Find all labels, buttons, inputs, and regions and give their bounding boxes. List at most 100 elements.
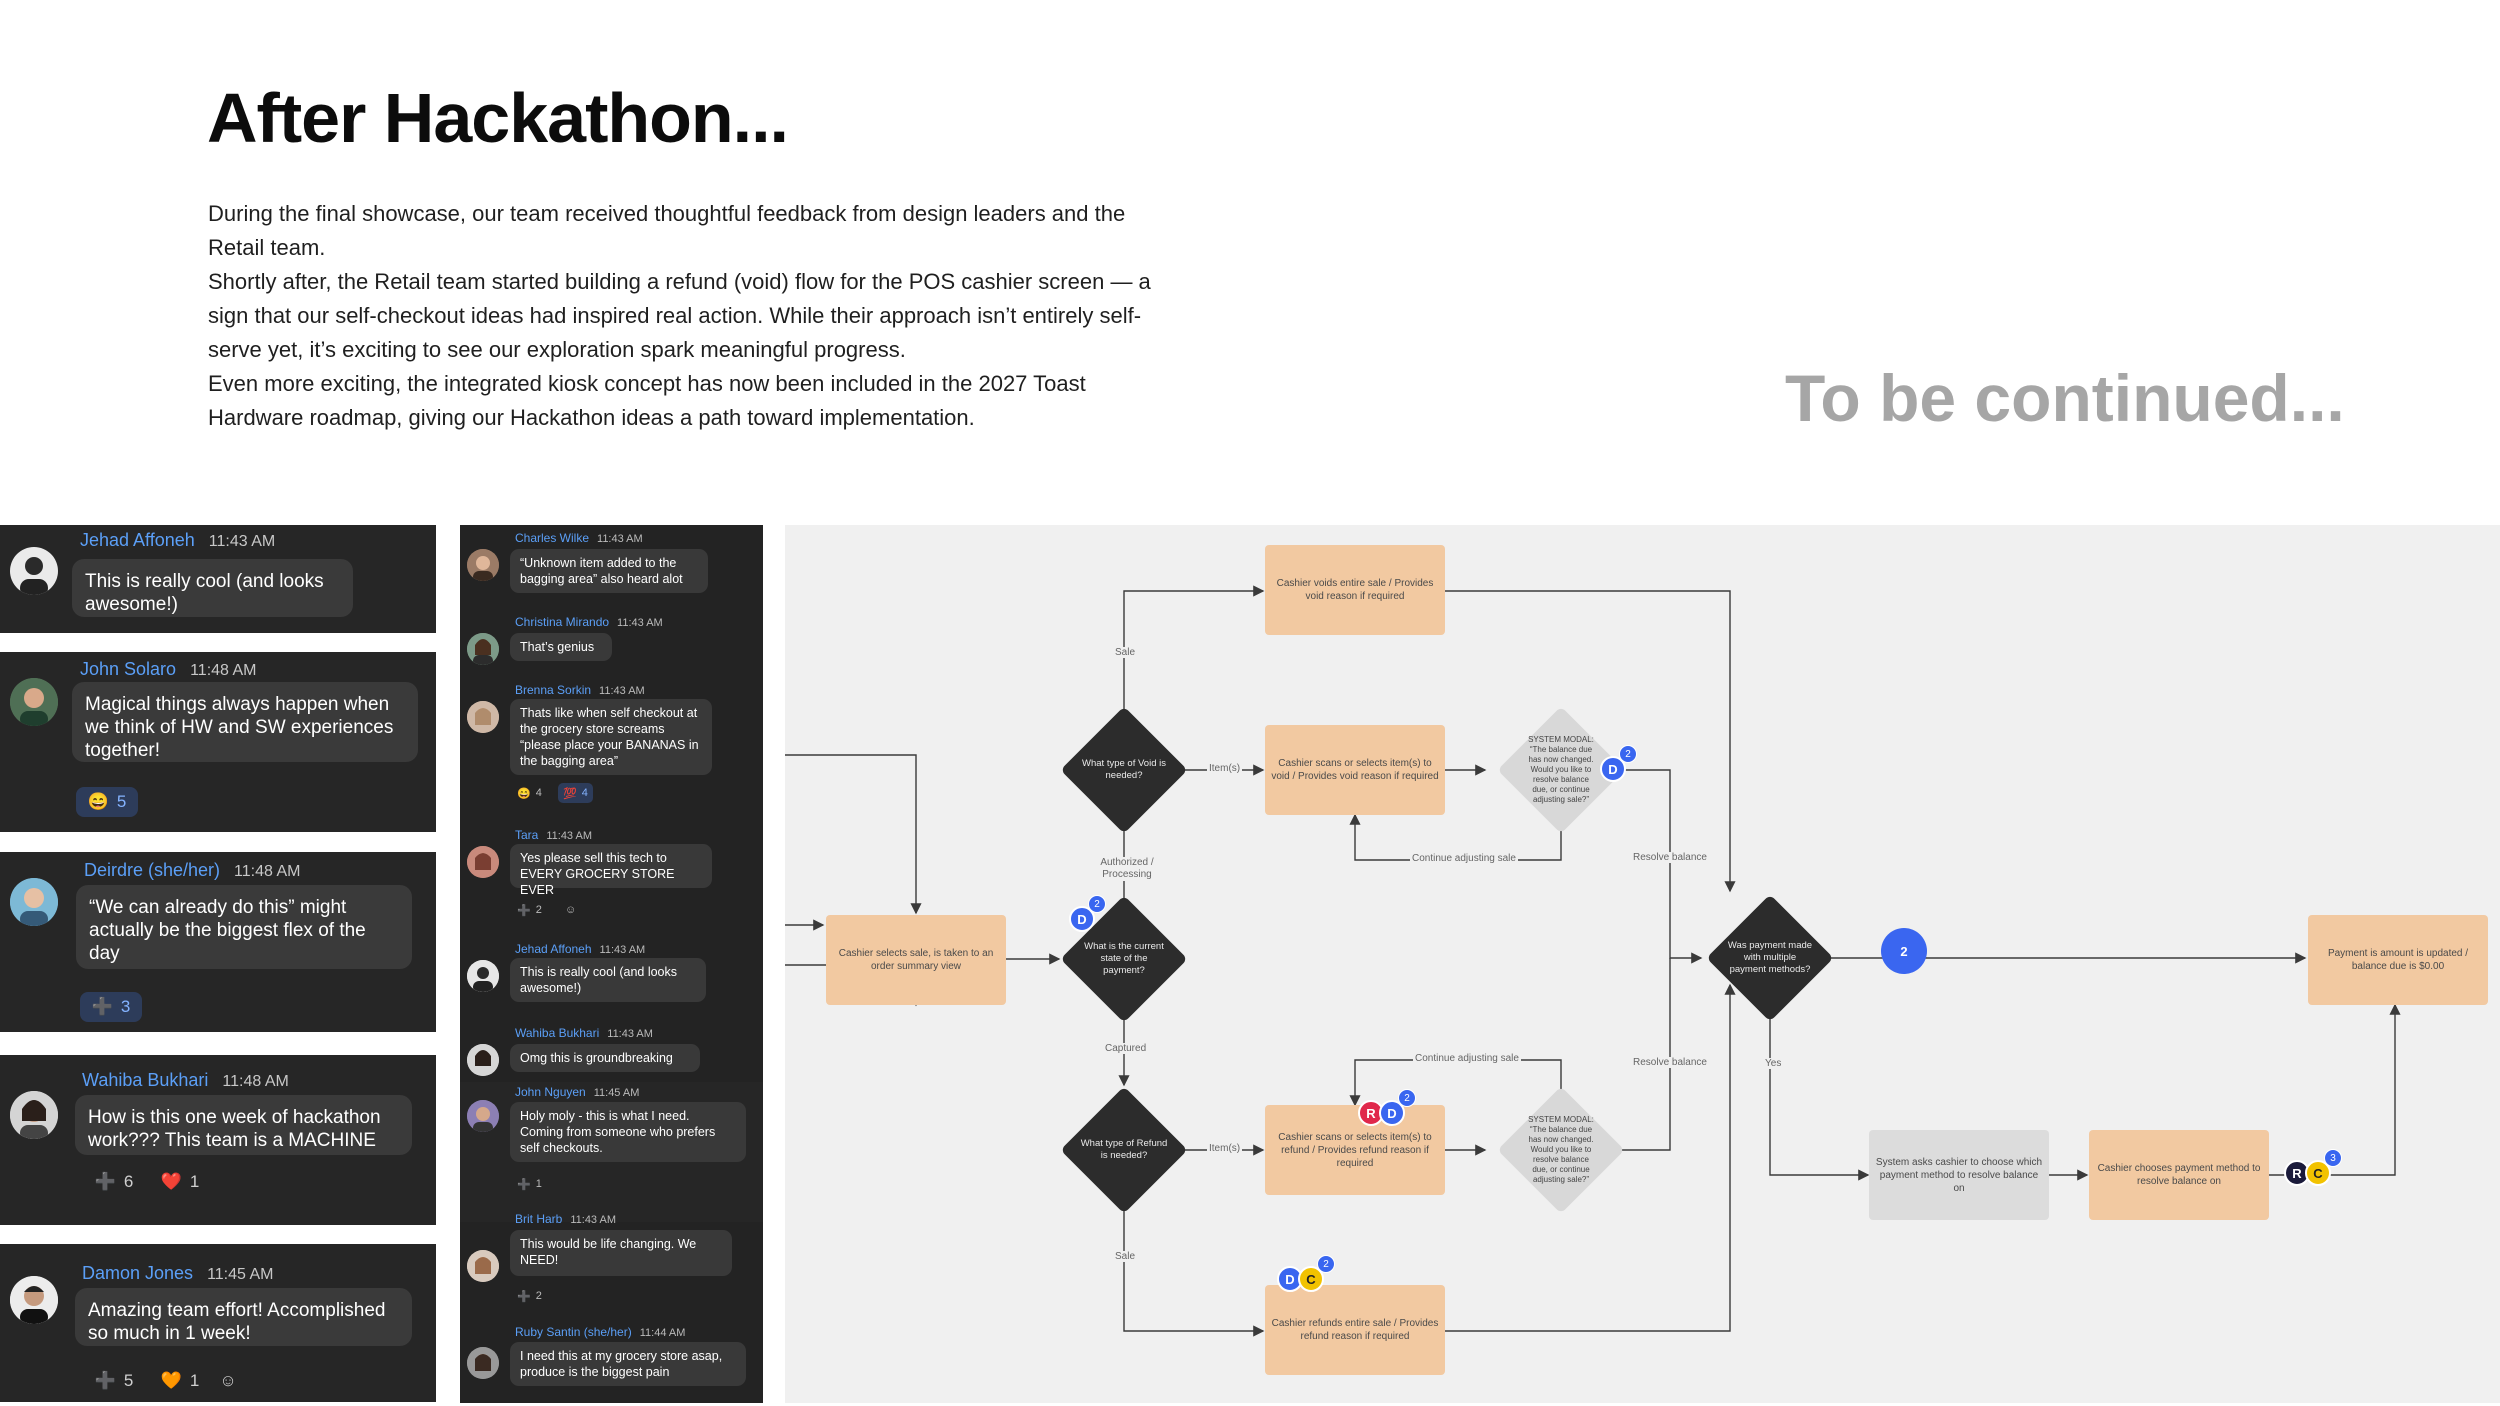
reaction-count: 3: [120, 997, 131, 1016]
add-reaction-button[interactable]: ☺: [560, 900, 581, 920]
comment-count-badge: 3: [2324, 1149, 2342, 1167]
edge-label: Item(s): [1207, 1143, 1243, 1154]
orange-heart-emoji-icon: 🧡: [160, 1371, 182, 1390]
author-name[interactable]: Jehad Affoneh: [80, 530, 195, 550]
reaction-chip[interactable]: 💯4: [558, 783, 593, 803]
avatar: [467, 549, 499, 581]
author-name[interactable]: John Solaro: [80, 659, 177, 679]
message-author[interactable]: Deirdre (she/her)11:48 AM: [84, 860, 300, 881]
comment-pin[interactable]: D 2: [1597, 745, 1637, 785]
modal-label: SYSTEM MODAL: “The balance due has now c…: [1528, 1115, 1594, 1184]
message-author[interactable]: John Solaro 11:48 AM: [80, 659, 257, 680]
message-author[interactable]: Jehad Affoneh 11:43 AM: [80, 530, 275, 551]
edge-label: Item(s): [1207, 763, 1243, 774]
smile-emoji-icon: 😄: [517, 787, 531, 800]
edge-label: Captured: [1103, 1043, 1149, 1054]
comment-pin[interactable]: D C 2: [1274, 1255, 1335, 1295]
comment-pin[interactable]: 2: [1878, 928, 1927, 974]
reaction-count: 2: [535, 1290, 542, 1302]
flow-step-void-items[interactable]: Cashier scans or selects item(s) to void…: [1265, 725, 1445, 815]
step-label: Cashier selects sale, is taken to an ord…: [838, 948, 994, 972]
flow-step-choose-method[interactable]: Cashier chooses payment method to resolv…: [2089, 1130, 2269, 1220]
avatar: [467, 1250, 499, 1282]
comment-pin[interactable]: D 2: [1066, 895, 1106, 935]
avatar: [10, 878, 58, 926]
reaction-chip[interactable]: 🧡1: [150, 1366, 210, 1396]
plus-icon: ➕: [517, 1290, 531, 1303]
avatar: D: [1379, 1100, 1405, 1126]
hundred-emoji-icon: 💯: [563, 787, 577, 800]
reaction-chip[interactable]: 😄4: [512, 783, 547, 803]
message-author[interactable]: Ruby Santin (she/her)11:44 AM: [515, 1325, 686, 1339]
comment-count-badge: 2: [1619, 745, 1637, 763]
edge-label: Continue adjusting sale: [1413, 1053, 1521, 1064]
reaction-count: 1: [189, 1172, 200, 1191]
intro-paragraph: Even more exciting, the integrated kiosk…: [208, 371, 1086, 430]
reaction-chip[interactable]: 😄5: [76, 787, 138, 817]
reaction-count: 5: [116, 792, 127, 811]
reaction-chip[interactable]: ➕5: [84, 1366, 144, 1396]
flow-step-ask-method[interactable]: System asks cashier to choose which paym…: [1869, 1130, 2049, 1220]
comment-pin[interactable]: R C 3: [2281, 1149, 2342, 1189]
modal-label: SYSTEM MODAL: “The balance due has now c…: [1528, 735, 1594, 804]
flow-step-refund-entire[interactable]: Cashier refunds entire sale / Provides r…: [1265, 1285, 1445, 1375]
reaction-chip[interactable]: ➕3: [80, 992, 142, 1022]
heart-emoji-icon: ❤️: [160, 1172, 182, 1191]
message-bubble: Thats like when self checkout at the gro…: [510, 699, 712, 775]
flow-step-start[interactable]: Cashier selects sale, is taken to an ord…: [826, 915, 1006, 1005]
decision-label: What type of Refund is needed?: [1080, 1138, 1168, 1161]
author-name[interactable]: Damon Jones: [82, 1263, 194, 1283]
avatar: [467, 633, 499, 665]
reaction-count: 1: [535, 1178, 542, 1190]
avatar: [467, 846, 499, 878]
comment-pin[interactable]: R D 2: [1355, 1089, 1416, 1129]
reaction-chip[interactable]: ➕2: [512, 900, 547, 920]
decision-label: What is the current state of the payment…: [1084, 941, 1164, 976]
author-name[interactable]: Wahiba Bukhari: [82, 1070, 209, 1090]
message-bubble: How is this one week of hackathon work??…: [75, 1095, 412, 1155]
message-bubble: This is really cool (and looks awesome!): [510, 958, 706, 1002]
reaction-chip[interactable]: ➕1: [512, 1174, 547, 1194]
message-bubble: Holy moly - this is what I need. Coming …: [510, 1102, 746, 1162]
message-time: 11:43 AM: [208, 533, 276, 550]
avatar: [467, 1044, 499, 1076]
chat-message: Ruby Santin (she/her)11:44 AM I need thi…: [460, 1325, 763, 1403]
add-reaction-button[interactable]: ☺: [212, 1366, 244, 1396]
edge-label: Sale: [1113, 647, 1138, 658]
reaction-chip[interactable]: ➕6: [84, 1167, 144, 1197]
flow-step-final[interactable]: Payment is amount is updated / balance d…: [2308, 915, 2488, 1005]
reaction-chip[interactable]: ❤️ 1: [150, 1167, 210, 1197]
chat-card: Deirdre (she/her)11:48 AM “We can alread…: [0, 852, 436, 1032]
message-bubble: “Unknown item added to the bagging area”…: [510, 549, 708, 593]
message-time: 11:48 AM: [190, 662, 257, 679]
reaction-count: 6: [123, 1172, 134, 1191]
avatar: [10, 678, 58, 726]
flow-step-void-entire[interactable]: Cashier voids entire sale / Provides voi…: [1265, 545, 1445, 635]
message-bubble: “We can already do this” might actually …: [76, 885, 412, 969]
avatar: [10, 1276, 58, 1324]
author-name[interactable]: Deirdre (she/her): [84, 860, 221, 880]
reaction-chip[interactable]: ➕2: [512, 1286, 547, 1306]
edge-label: Authorized / Processing: [1093, 857, 1161, 881]
flow-step-refund-items[interactable]: Cashier scans or selects item(s) to refu…: [1265, 1105, 1445, 1195]
edge-label: Continue adjusting sale: [1410, 853, 1518, 864]
reaction-count: 4: [535, 787, 542, 799]
to-be-continued: To be continued...: [1785, 361, 2345, 435]
